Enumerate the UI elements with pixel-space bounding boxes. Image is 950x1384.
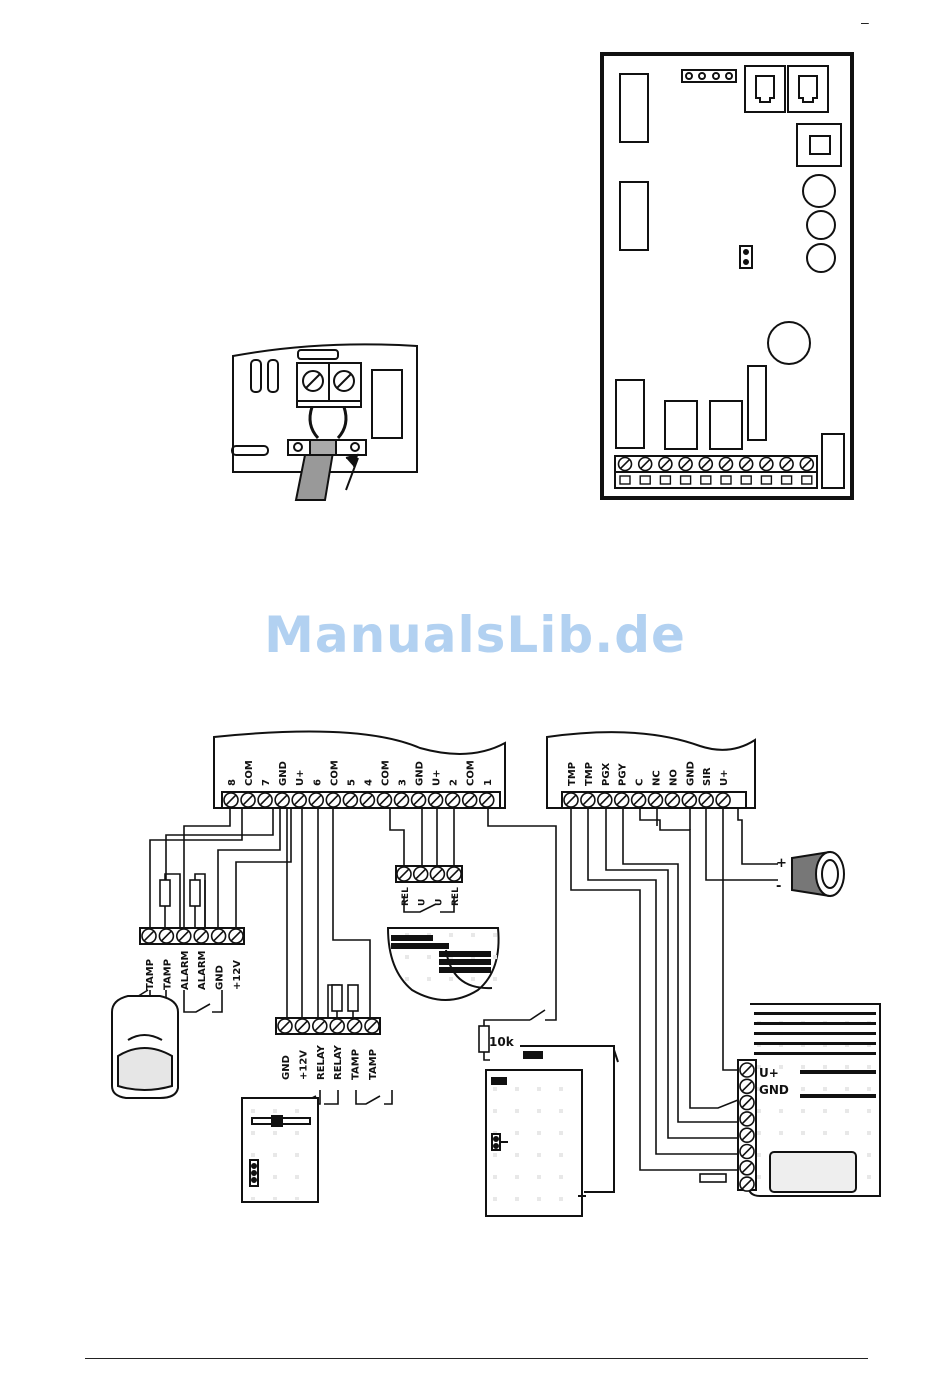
keypad-terminal-labels: GND +12V RELAY RELAY TAMP TAMP: [281, 1044, 379, 1080]
siren: [792, 852, 844, 896]
main-terminal-label: COM: [244, 760, 255, 786]
psu-label-uplus: U+: [759, 1066, 779, 1080]
rel-terminal-label: U: [434, 899, 444, 906]
detector-terminal-label: ALARM: [197, 950, 208, 990]
main-terminal-label: 6: [312, 779, 323, 786]
main-terminal-label: 7: [261, 779, 272, 786]
page-mark: –: [861, 14, 869, 30]
detector-terminal-label: GND: [215, 965, 226, 990]
main-terminal-label: U+: [432, 770, 443, 787]
aux-terminal-label: NC: [652, 770, 663, 786]
detector-terminal-label: TAMP: [162, 959, 173, 990]
main-terminal-panel: [214, 732, 505, 808]
keypad-terminal-label: +12V: [298, 1050, 309, 1080]
keypad-terminal-label: RELAY: [316, 1044, 327, 1080]
cable-clamp-detail: [232, 344, 417, 500]
watermark: ManualsLib.de: [0, 606, 950, 664]
door-contact: [486, 1046, 618, 1216]
keypad-terminal-label: TAMP: [351, 1049, 362, 1080]
keypad-terminal-label: GND: [281, 1055, 292, 1080]
aux-terminal-label: SIR: [702, 767, 713, 786]
aux-terminal-label: TMP: [584, 762, 595, 786]
main-terminal-label: 1: [483, 779, 494, 786]
aux-terminal-label: PGX: [601, 762, 612, 786]
main-terminal-label: 3: [398, 779, 409, 786]
main-terminal-label: GND: [278, 761, 289, 786]
round-detector: [388, 928, 499, 1000]
pir-detector: [112, 996, 178, 1098]
main-terminal-label: 4: [363, 779, 374, 786]
detector-terminal-label: +12V: [232, 960, 243, 990]
resistor-label: 10k: [489, 1035, 515, 1049]
main-terminal-label: U+: [295, 770, 306, 787]
main-terminal-label: COM: [329, 760, 340, 786]
detector-terminal-block: [140, 928, 244, 944]
detector-terminal-label: ALARM: [180, 950, 191, 990]
keypad-terminal-block: [276, 1018, 380, 1034]
psu-label-gnd: GND: [759, 1083, 789, 1097]
siren-plus-label: +: [776, 856, 787, 871]
rel-terminal-label: REL: [451, 887, 461, 906]
main-terminal-label: 5: [346, 779, 357, 786]
aux-terminal-label: C: [635, 779, 646, 786]
control-board: [602, 54, 852, 498]
detector-terminal-label: TAMP: [145, 959, 156, 990]
aux-terminal-label: GND: [685, 761, 696, 786]
main-terminal-label: COM: [466, 760, 477, 786]
aux-terminal-label: PGY: [618, 763, 629, 786]
siren-minus-label: -: [776, 879, 781, 894]
main-terminal-label: 2: [449, 779, 460, 786]
aux-terminal-label: TMP: [567, 762, 578, 786]
keypad-device: [242, 1098, 318, 1202]
aux-terminal-label: U+: [719, 770, 730, 787]
main-terminal-label: GND: [415, 761, 426, 786]
power-supply: [738, 1004, 880, 1196]
footer-rule: [85, 1358, 868, 1359]
rel-terminal-block: [396, 866, 462, 882]
rel-terminal-label: U: [418, 899, 428, 906]
detector-terminal-labels: TAMP TAMP ALARM ALARM GND +12V: [145, 950, 243, 990]
main-terminal-label: 8: [227, 779, 238, 786]
keypad-terminal-label: RELAY: [333, 1044, 344, 1080]
main-terminal-label: COM: [380, 760, 391, 786]
keypad-terminal-label: TAMP: [368, 1049, 379, 1080]
rel-terminal-label: REL: [401, 887, 411, 906]
aux-terminal-label: NO: [668, 769, 679, 786]
